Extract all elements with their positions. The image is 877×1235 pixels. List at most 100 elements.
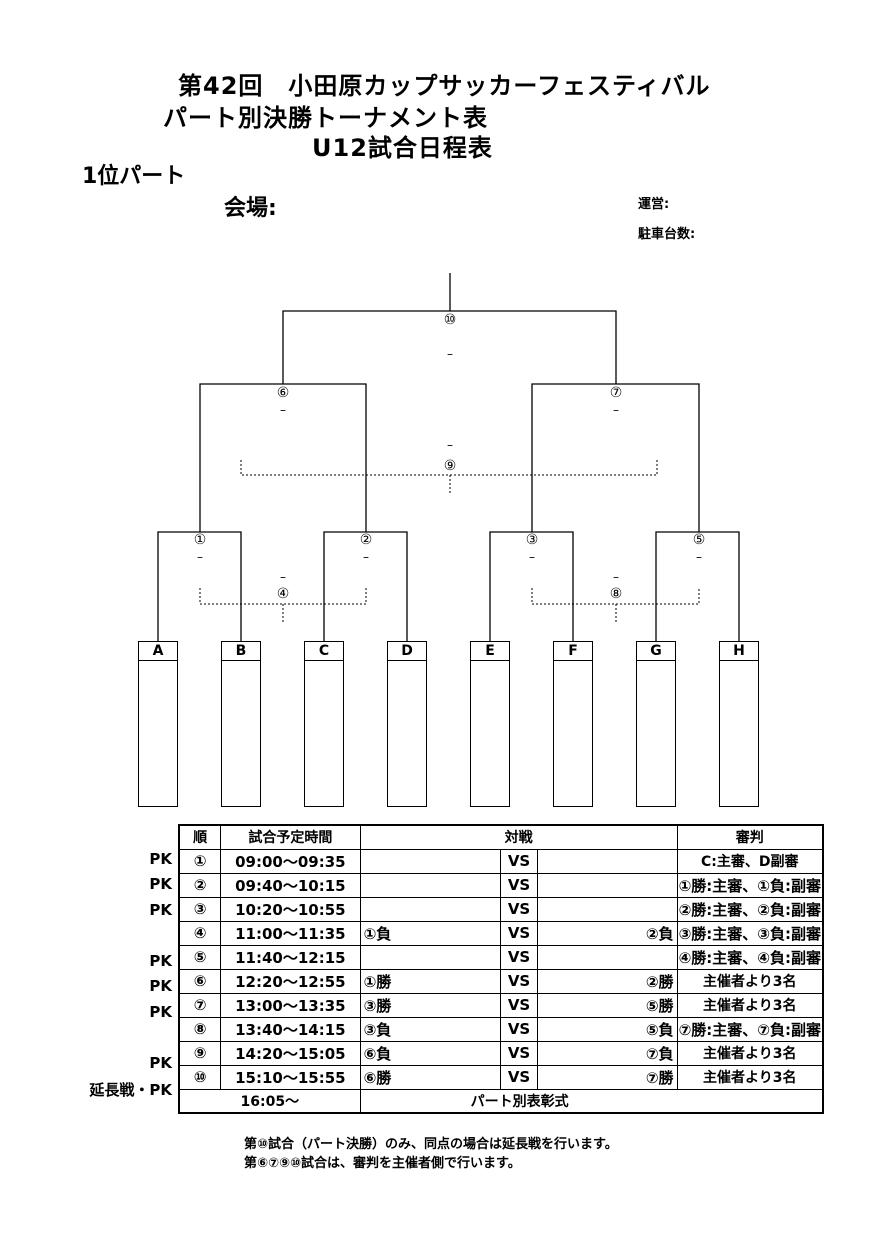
table-row: ③ 10:20～10:55 VS ②勝:主審、②負:副審 — [178, 896, 824, 922]
cell-vs: VS — [499, 872, 539, 898]
row-note: PK — [149, 1054, 172, 1072]
row-note: PK — [149, 901, 172, 919]
cell-order: ⑨ — [178, 1040, 222, 1066]
match3-score: – — [529, 550, 535, 564]
cell-referee: 主催者より3名 — [676, 968, 824, 994]
match5-connector — [655, 531, 740, 642]
header-match: 対戦 — [359, 824, 678, 850]
table-row: ⑦ 13:00～13:35 ③勝 VS ⑤勝 主催者より3名 — [178, 992, 824, 1018]
cell-referee: 主催者より3名 — [676, 992, 824, 1018]
team-box-e: E — [470, 641, 510, 807]
cell-referee: ①勝:主審、①負:副審 — [676, 872, 824, 898]
match6-score: – — [280, 403, 286, 417]
match4-label: ④ — [276, 586, 290, 602]
cell-order: ⑦ — [178, 992, 222, 1018]
team-name: A — [139, 642, 177, 661]
cell-right: ⑦勝 — [537, 1064, 678, 1090]
cell-referee: 主催者より3名 — [676, 1040, 824, 1066]
row-note: PK — [149, 850, 172, 868]
match1-score: – — [197, 550, 203, 564]
cell-referee: 主催者より3名 — [676, 1064, 824, 1090]
header-time: 試合予定時間 — [220, 824, 361, 850]
cell-vs: VS — [499, 1016, 539, 1042]
title-line2: パート別決勝トーナメント表 — [163, 104, 488, 132]
table-row: ② 09:40～10:15 VS ①勝:主審、①負:副審 — [178, 872, 824, 898]
cell-vs: VS — [499, 968, 539, 994]
match4-score: – — [280, 570, 286, 584]
schedule-table: 順 試合予定時間 対戦 審判 ① 09:00～09:35 VS C:主審、D副審… — [178, 824, 824, 1114]
table-row: ⑥ 12:20～12:55 ①勝 VS ②勝 主催者より3名 — [178, 968, 824, 994]
cell-order: ③ — [178, 896, 222, 922]
team-name: D — [388, 642, 426, 661]
team-box-h: H — [719, 641, 759, 807]
cell-left — [359, 848, 501, 874]
match3-connector — [489, 531, 574, 642]
cell-right — [537, 896, 678, 922]
part-label: 1位パート — [82, 164, 186, 189]
table-row: ④ 11:00～11:35 ①負 VS ②負 ③勝:主審、③負:副審 — [178, 920, 824, 946]
row-note: PK — [149, 875, 172, 893]
table-row: ① 09:00～09:35 VS C:主審、D副審 — [178, 848, 824, 874]
match1-label: ① — [193, 532, 207, 548]
title-line1: 第42回 小田原カップサッカーフェスティバル — [178, 72, 711, 100]
cell-vs: VS — [499, 1064, 539, 1090]
cell-vs: VS — [499, 896, 539, 922]
header-order: 順 — [178, 824, 222, 850]
final-connector — [282, 310, 617, 384]
match5-label: ⑤ — [692, 532, 706, 548]
table-header-row: 順 試合予定時間 対戦 審判 — [178, 824, 824, 850]
row-note: PK — [149, 977, 172, 995]
cell-order: ② — [178, 872, 222, 898]
cell-vs: VS — [499, 1040, 539, 1066]
team-name: C — [305, 642, 343, 661]
parking-label: 駐車台数: — [638, 227, 696, 242]
cell-time: 12:20～12:55 — [220, 968, 361, 994]
match3-label: ③ — [525, 532, 539, 548]
cell-left: ①負 — [359, 920, 501, 946]
cell-order: ⑧ — [178, 1016, 222, 1042]
cell-right: ⑤負 — [537, 1016, 678, 1042]
cell-order: ⑩ — [178, 1064, 222, 1090]
match7-label: ⑦ — [609, 385, 623, 401]
match8-connector — [531, 588, 700, 605]
team-box-b: B — [221, 641, 261, 807]
pk-notes: PK PK PK PK PK PK PK 延長戦・PK — [0, 850, 172, 1110]
cell-order: ① — [178, 848, 222, 874]
team-name: F — [554, 642, 592, 661]
cell-time: 09:40～10:15 — [220, 872, 361, 898]
cell-left — [359, 944, 501, 970]
table-row: ⑨ 14:20～15:05 ⑥負 VS ⑦負 主催者より3名 — [178, 1040, 824, 1066]
cell-time: 10:20～10:55 — [220, 896, 361, 922]
cell-right: ⑤勝 — [537, 992, 678, 1018]
venue-label: 会場: — [224, 196, 277, 221]
row-note: PK — [149, 1003, 172, 1021]
match5-score: – — [696, 550, 702, 564]
ceremony-row: 16:05～ パート別表彰式 — [178, 1088, 824, 1114]
match10-label: ⑩ — [443, 312, 457, 328]
cell-time: 14:20～15:05 — [220, 1040, 361, 1066]
footnote-1: 第⑩試合（パート決勝）のみ、同点の場合は延長戦を行います。 — [244, 1137, 618, 1152]
tournament-bracket — [157, 273, 740, 642]
team-name: G — [637, 642, 675, 661]
cell-left: ③負 — [359, 1016, 501, 1042]
match10-score: – — [447, 347, 453, 361]
operator-label: 運営: — [638, 197, 670, 212]
cell-time: 13:00～13:35 — [220, 992, 361, 1018]
match9-label: ⑨ — [443, 458, 457, 474]
team-box-g: G — [636, 641, 676, 807]
cell-right — [537, 848, 678, 874]
team-name: H — [720, 642, 758, 661]
match2-score: – — [363, 550, 369, 564]
match1-connector — [157, 531, 242, 642]
cell-referee: C:主審、D副審 — [676, 848, 824, 874]
table-row: ⑩ 15:10～15:55 ⑥勝 VS ⑦勝 主催者より3名 — [178, 1064, 824, 1090]
cell-left — [359, 896, 501, 922]
cell-left: ③勝 — [359, 992, 501, 1018]
cell-order: ④ — [178, 920, 222, 946]
cell-right: ⑦負 — [537, 1040, 678, 1066]
cell-order: ⑤ — [178, 944, 222, 970]
team-name: E — [471, 642, 509, 661]
cell-vs: VS — [499, 992, 539, 1018]
cell-left — [359, 872, 501, 898]
cell-right: ②勝 — [537, 968, 678, 994]
